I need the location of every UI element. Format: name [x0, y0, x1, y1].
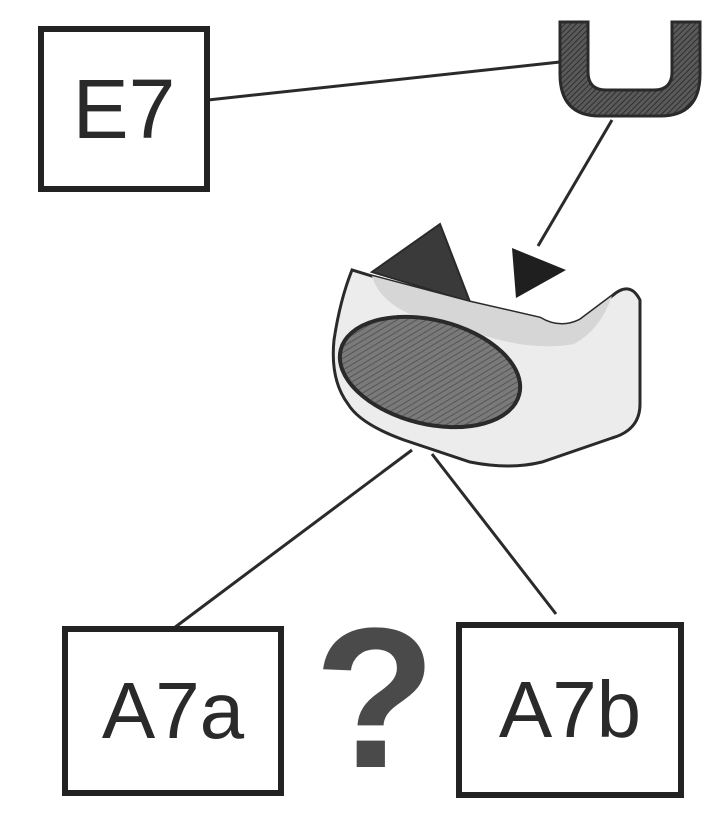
- connector-e7-to-cap: [207, 60, 561, 102]
- connector-to-a7b: [430, 453, 558, 615]
- base-piece-shade: [372, 276, 612, 347]
- u-cap-shape: [558, 20, 702, 118]
- arrow-head: [512, 248, 566, 298]
- arrow-shaft: [536, 119, 614, 247]
- label-a7b-text: A7b: [498, 665, 642, 754]
- label-box-a7a: A7a: [62, 626, 284, 796]
- label-a7a-text: A7a: [101, 666, 245, 755]
- label-box-e7: E7: [38, 26, 210, 192]
- oval-inset: [337, 314, 523, 430]
- connector-to-a7a: [173, 448, 413, 630]
- label-box-a7b: A7b: [456, 622, 684, 798]
- label-e7-text: E7: [72, 62, 176, 156]
- question-mark: ?: [313, 587, 437, 810]
- base-notch: [369, 222, 472, 304]
